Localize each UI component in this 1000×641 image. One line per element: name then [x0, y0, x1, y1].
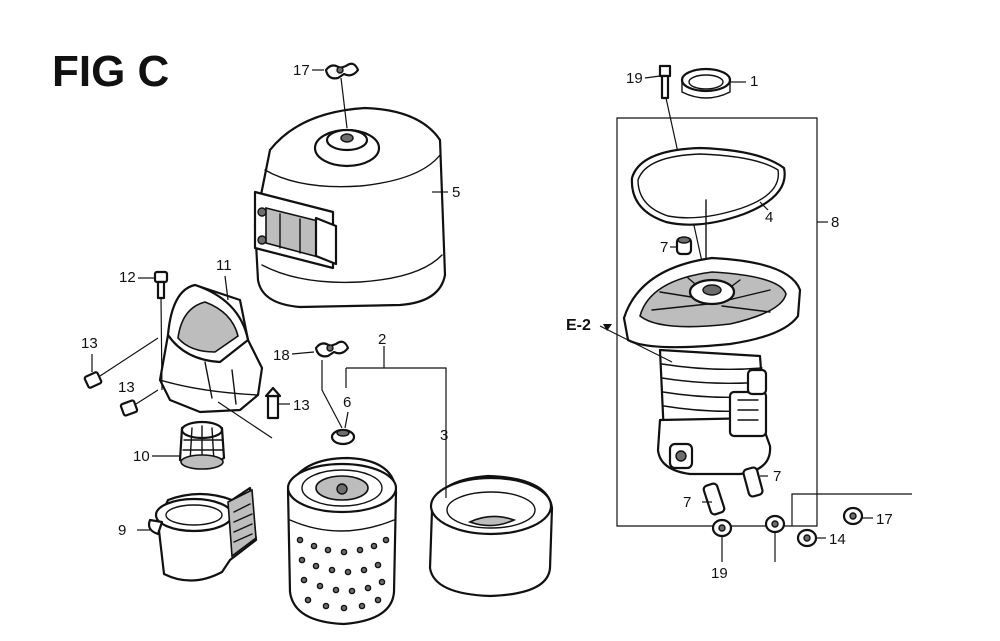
callout-7: 7 — [773, 468, 781, 485]
reference-label: E-2 — [566, 317, 591, 334]
callout-9: 8 — [831, 214, 839, 231]
callout-13: 13 — [293, 397, 310, 414]
filter-perforation — [296, 536, 390, 612]
callout-13: 13 — [81, 335, 98, 352]
callout-10: 9 — [118, 522, 126, 539]
pin-right — [742, 466, 768, 498]
duct-cover — [158, 283, 273, 439]
bolt-13-right — [264, 386, 282, 420]
pin-left — [702, 482, 726, 516]
pre-filter — [178, 420, 226, 470]
clamp-ring — [680, 67, 732, 99]
grommet-set — [791, 493, 912, 548]
nut-left — [711, 518, 733, 562]
callout-13: 12 — [119, 269, 136, 286]
seal-nut — [330, 428, 356, 446]
small-cap — [675, 236, 693, 256]
air-cleaner-cover — [253, 106, 447, 309]
figure-title: FIG C — [52, 47, 169, 96]
callout-12: 10 — [133, 448, 150, 465]
callout-14: 14 — [829, 531, 846, 548]
bolt-13-top — [153, 270, 169, 391]
callout-17: 18 — [273, 347, 290, 364]
callout-8: 7 — [660, 239, 668, 256]
filter-housing-base — [147, 486, 258, 582]
callout-13: 13 — [118, 379, 135, 396]
callout-17: 17 — [293, 62, 310, 79]
bolt-13-lower — [119, 389, 159, 417]
gasket — [630, 146, 786, 226]
callout-6: 6 — [343, 394, 351, 411]
callout-11: 11 — [216, 257, 232, 274]
callout-1: 1 — [750, 73, 758, 90]
nut-right — [764, 514, 786, 562]
callout-18: 19 — [626, 70, 643, 87]
air-cleaner-case — [622, 256, 802, 476]
callout-14: 17 — [876, 511, 893, 528]
bolt-13-left — [83, 337, 159, 389]
callout-7: 7 — [683, 494, 691, 511]
paper-filter-element — [286, 456, 398, 626]
reference-e2: E-2 — [566, 317, 673, 363]
wing-nut-mid — [314, 340, 350, 429]
foam-filter — [428, 474, 554, 598]
callout-3: 3 — [440, 427, 448, 444]
callout-19: 19 — [711, 565, 728, 582]
wing-nut-top — [324, 62, 360, 129]
callout-4: 4 — [765, 209, 773, 226]
callout-5: 5 — [452, 184, 460, 201]
leader-2-3 — [345, 346, 447, 498]
callout-2: 2 — [378, 331, 386, 348]
assembly-frame — [616, 117, 828, 527]
